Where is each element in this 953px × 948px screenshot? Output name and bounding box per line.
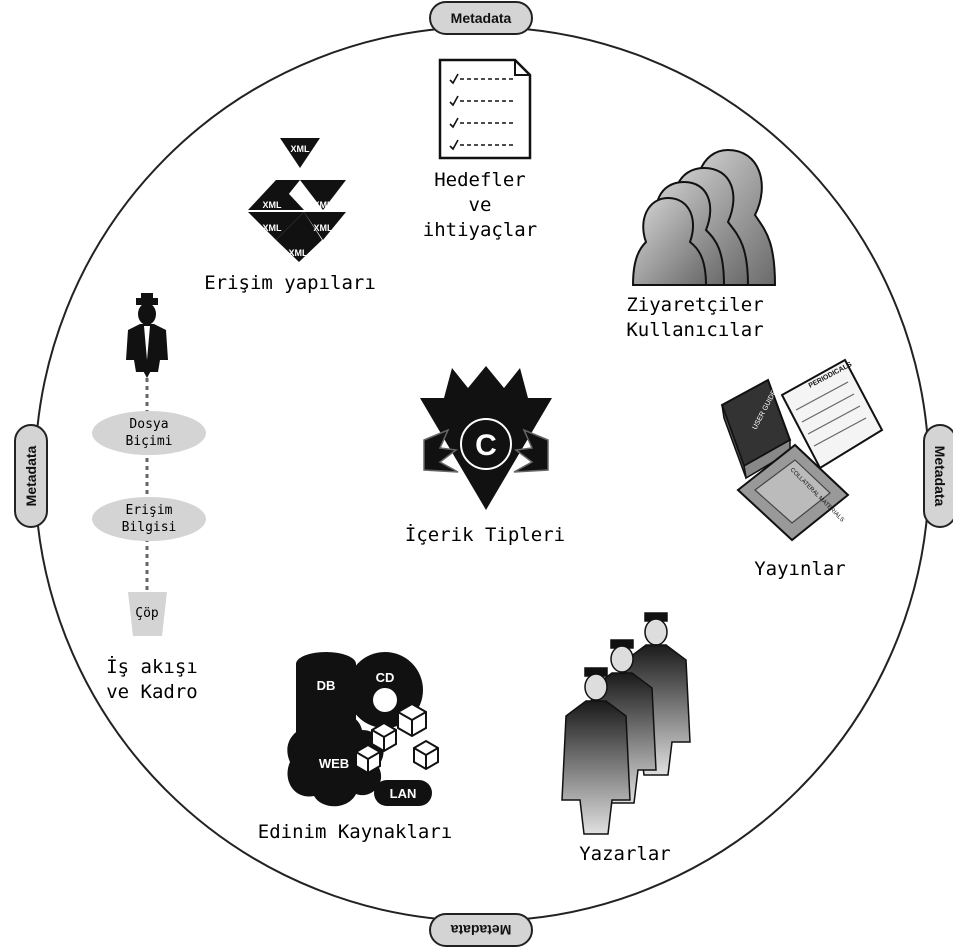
svg-text:XML: XML	[314, 223, 334, 233]
svg-text:CD: CD	[376, 670, 395, 685]
metadata-pill-top: Metadata	[429, 1, 533, 35]
publications-icon: USER GUIDE PERIODICALS COLLATERAL MATERI…	[720, 358, 884, 542]
goals-line3: ihtiyaçlar	[422, 219, 538, 241]
svg-text:LAN: LAN	[390, 786, 417, 801]
workflow-step-file-format: Dosya Biçimi	[92, 411, 206, 455]
workflow-line1: İş akışı	[106, 656, 198, 678]
svg-text:XML: XML	[314, 200, 334, 210]
workflow-step-access-info: Erişim Bilgisi	[92, 497, 206, 541]
svg-text:XML: XML	[291, 144, 311, 154]
metadata-pill-bottom: Metadata	[429, 913, 533, 947]
goals-line2: ve	[468, 194, 492, 216]
workflow-step-access-info-line2: Bilgisi	[121, 520, 177, 535]
authors-label: Yazarlar	[579, 843, 671, 865]
xml-triangles-icon: XML XML XML XML XML XML	[248, 138, 346, 262]
svg-text:DB: DB	[317, 678, 336, 693]
visitors-users-label: Ziyaretçiler Kullanıcılar	[605, 293, 785, 343]
access-structures-label: Erişim yapıları	[204, 272, 376, 294]
authors-icon	[561, 612, 691, 835]
workflow-step-access-info-line1: Erişim	[125, 503, 173, 518]
visitors-line1: Ziyaretçiler	[626, 294, 764, 316]
workflow-step-file-format-line1: Dosya	[129, 417, 169, 432]
trash-label: Çöp	[135, 606, 159, 621]
metadata-pill-right: Metadata	[923, 424, 953, 528]
svg-text:C: C	[475, 429, 497, 462]
svg-text:WEB: WEB	[319, 756, 349, 771]
users-silhouette-icon	[631, 148, 777, 286]
svg-text:XML: XML	[289, 248, 309, 258]
workflow-staff-label: İş akışı ve Kadro	[92, 655, 212, 705]
checklist-icon	[438, 58, 532, 160]
workflow-line2: ve Kadro	[106, 681, 198, 703]
publications-label: Yayınlar	[754, 558, 846, 580]
goals-line1: Hedefler	[434, 169, 526, 191]
metadata-pill-left: Metadata	[14, 424, 48, 528]
sources-icon: DB CD WEB LAN	[287, 652, 439, 807]
lan-icon: LAN	[374, 780, 432, 806]
trash-can-icon	[128, 592, 167, 636]
svg-text:XML: XML	[263, 223, 283, 233]
acquisition-sources-label: Edinim Kaynakları	[257, 821, 453, 843]
workflow-step-file-format-line2: Biçimi	[125, 434, 173, 449]
author-figure-front	[561, 667, 631, 835]
visitors-line2: Kullanıcılar	[626, 319, 764, 341]
content-types-label: İçerik Tipleri	[404, 524, 566, 546]
network-cubes-icon	[355, 702, 439, 775]
goals-needs-label: Hedefler ve ihtiyaçlar	[405, 168, 555, 243]
svg-text:XML: XML	[263, 200, 283, 210]
web-cloud-icon: WEB	[287, 713, 384, 807]
workflow-person-icon	[126, 293, 168, 378]
book-icon: USER GUIDE	[720, 378, 792, 480]
content-types-logo-icon: C	[420, 366, 552, 510]
